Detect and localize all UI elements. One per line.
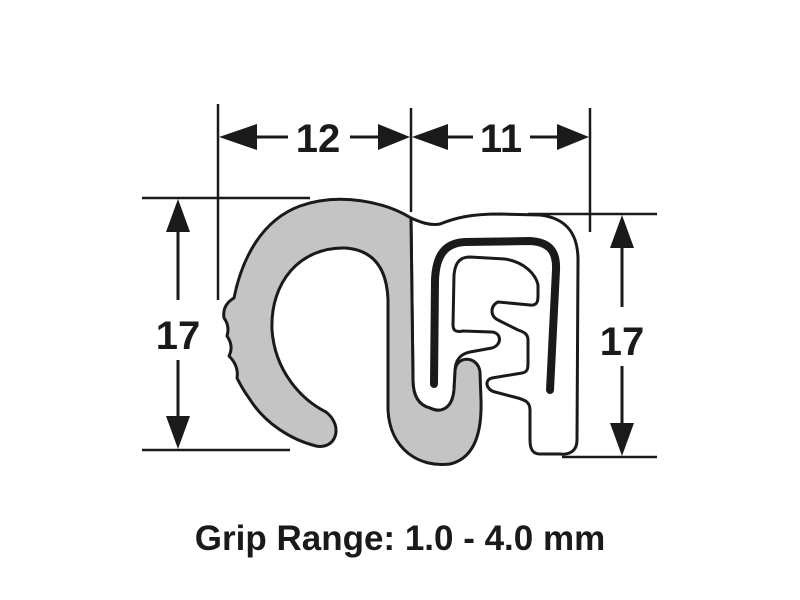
- extension-lines: [142, 104, 657, 459]
- dimension-label-height-left: 17: [156, 314, 201, 358]
- dimension-width-right: [412, 124, 589, 150]
- arrow-left-icon: [412, 124, 448, 150]
- dimension-height-right: [610, 215, 634, 456]
- grip-range-caption: Grip Range: 1.0 - 4.0 mm: [195, 519, 605, 558]
- arrow-right-icon: [557, 124, 589, 150]
- arrow-right-icon: [378, 124, 410, 150]
- dimension-label-width-left: 12: [296, 117, 341, 161]
- metal-core-insert: [430, 236, 561, 394]
- dimension-label-width-right: 11: [480, 117, 522, 161]
- arrow-up-icon: [610, 215, 634, 248]
- arrow-up-icon: [166, 199, 190, 232]
- dimension-width-left: [219, 124, 410, 150]
- dimension-height-left: [166, 199, 190, 449]
- rubber-grip-profile: [222, 197, 483, 467]
- arrow-down-icon: [610, 423, 634, 456]
- arrow-left-icon: [219, 124, 257, 150]
- dimension-label-height-right: 17: [600, 320, 645, 364]
- arrow-down-icon: [166, 416, 190, 449]
